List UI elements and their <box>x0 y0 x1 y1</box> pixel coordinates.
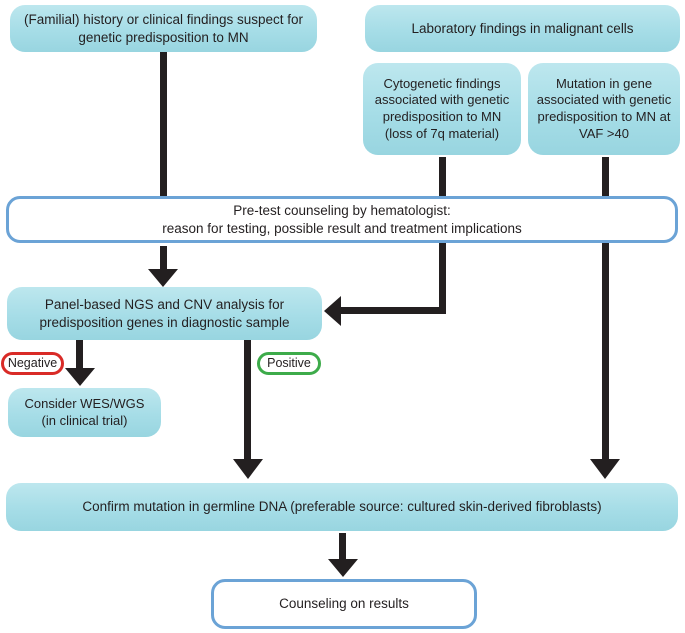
arrow-negative-to-wes-head <box>65 368 95 386</box>
label-positive-text: Positive <box>267 356 311 371</box>
node-confirm-germline: Confirm mutation in germline DNA (prefer… <box>6 483 678 531</box>
arrow-mutation-to-confirm-shaft <box>602 243 609 460</box>
node-cytogenetic-findings: Cytogenetic findings associated with gen… <box>363 63 521 155</box>
node-gene-mutation-text: Mutation in gene associated with genetic… <box>536 75 672 141</box>
node-pretest-counseling: Pre-test counseling by hematologist: rea… <box>6 196 678 243</box>
node-laboratory-findings: Laboratory findings in malignant cells <box>365 5 680 52</box>
label-negative-text: Negative <box>7 356 58 371</box>
arrow-negative-to-wes-shaft <box>76 340 83 369</box>
arrow-cytogenetic-to-panel-head <box>324 296 341 326</box>
node-familial-history: (Familial) history or clinical findings … <box>10 5 317 52</box>
node-counseling-results-text: Counseling on results <box>279 596 409 612</box>
arrow-positive-to-confirm-head <box>233 459 263 479</box>
line-cytogenetic-to-pretest <box>439 157 446 196</box>
node-cytogenetic-findings-text: Cytogenetic findings associated with gen… <box>374 75 510 141</box>
arrow-confirm-to-counseling-shaft <box>339 533 346 560</box>
node-counseling-results: Counseling on results <box>211 579 477 629</box>
node-panel-ngs: Panel-based NGS and CNV analysis for pre… <box>7 287 322 340</box>
arrow-positive-to-confirm-shaft <box>244 340 251 460</box>
node-familial-history-text: (Familial) history or clinical findings … <box>23 12 304 45</box>
node-gene-mutation: Mutation in gene associated with genetic… <box>528 63 680 155</box>
arrow-pretest-to-panel-head <box>148 269 178 287</box>
node-laboratory-findings-text: Laboratory findings in malignant cells <box>411 20 634 36</box>
line-familial-to-pretest <box>160 52 167 196</box>
arrow-pretest-to-panel-shaft <box>160 246 167 271</box>
arrow-mutation-to-confirm-head <box>590 459 620 479</box>
line-mutation-to-pretest <box>602 157 609 196</box>
node-panel-ngs-text: Panel-based NGS and CNV analysis for pre… <box>39 297 290 330</box>
arrow-cytogenetic-horizontal-shaft <box>338 307 446 314</box>
node-pretest-counseling-line1: Pre-test counseling by hematologist: <box>233 203 451 219</box>
node-confirm-germline-text: Confirm mutation in germline DNA (prefer… <box>82 499 602 515</box>
label-positive: Positive <box>257 352 321 375</box>
node-pretest-counseling-line2: reason for testing, possible result and … <box>162 220 522 236</box>
arrow-confirm-to-counseling-head <box>328 559 358 577</box>
node-consider-wes-wgs: Consider WES/WGS (in clinical trial) <box>8 388 161 437</box>
arrow-cytogenetic-vertical-shaft <box>439 243 446 314</box>
label-negative: Negative <box>1 352 64 375</box>
node-consider-wes-wgs-text: Consider WES/WGS (in clinical trial) <box>24 395 145 428</box>
